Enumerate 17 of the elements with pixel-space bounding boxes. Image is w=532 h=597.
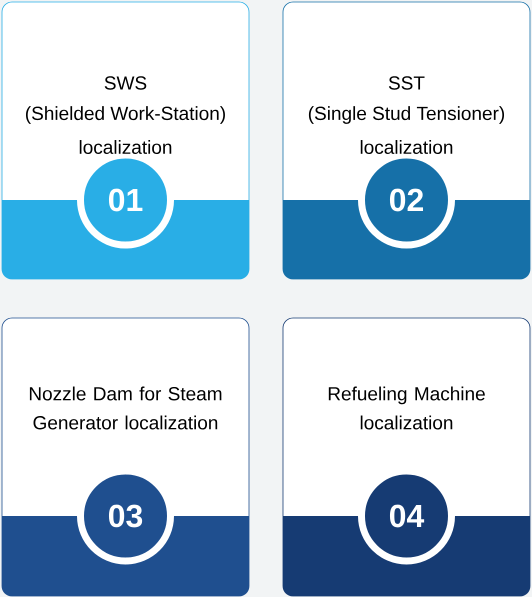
number-badge: 04 — [358, 468, 455, 564]
node-label: 03 — [108, 504, 142, 528]
card-title: SST — [388, 76, 425, 90]
card — [282, 318, 530, 596]
node-label: 04 — [390, 504, 424, 528]
card — [282, 2, 530, 280]
card-title: (Single Stud Tensioner) — [308, 106, 504, 124]
node-label: 02 — [390, 188, 424, 212]
card — [2, 318, 250, 596]
card-title: Nozzle Dam for Steam Generator localization — [30, 386, 222, 430]
number-badge: 03 — [77, 468, 174, 564]
card-title: localization — [80, 140, 172, 154]
card-title: SWS — [104, 76, 146, 90]
card — [2, 2, 250, 280]
card-title: (Shielded Work-Station) — [26, 106, 225, 124]
card-title: Refueling Machine localization — [328, 386, 485, 430]
card-title: localization — [360, 140, 452, 154]
